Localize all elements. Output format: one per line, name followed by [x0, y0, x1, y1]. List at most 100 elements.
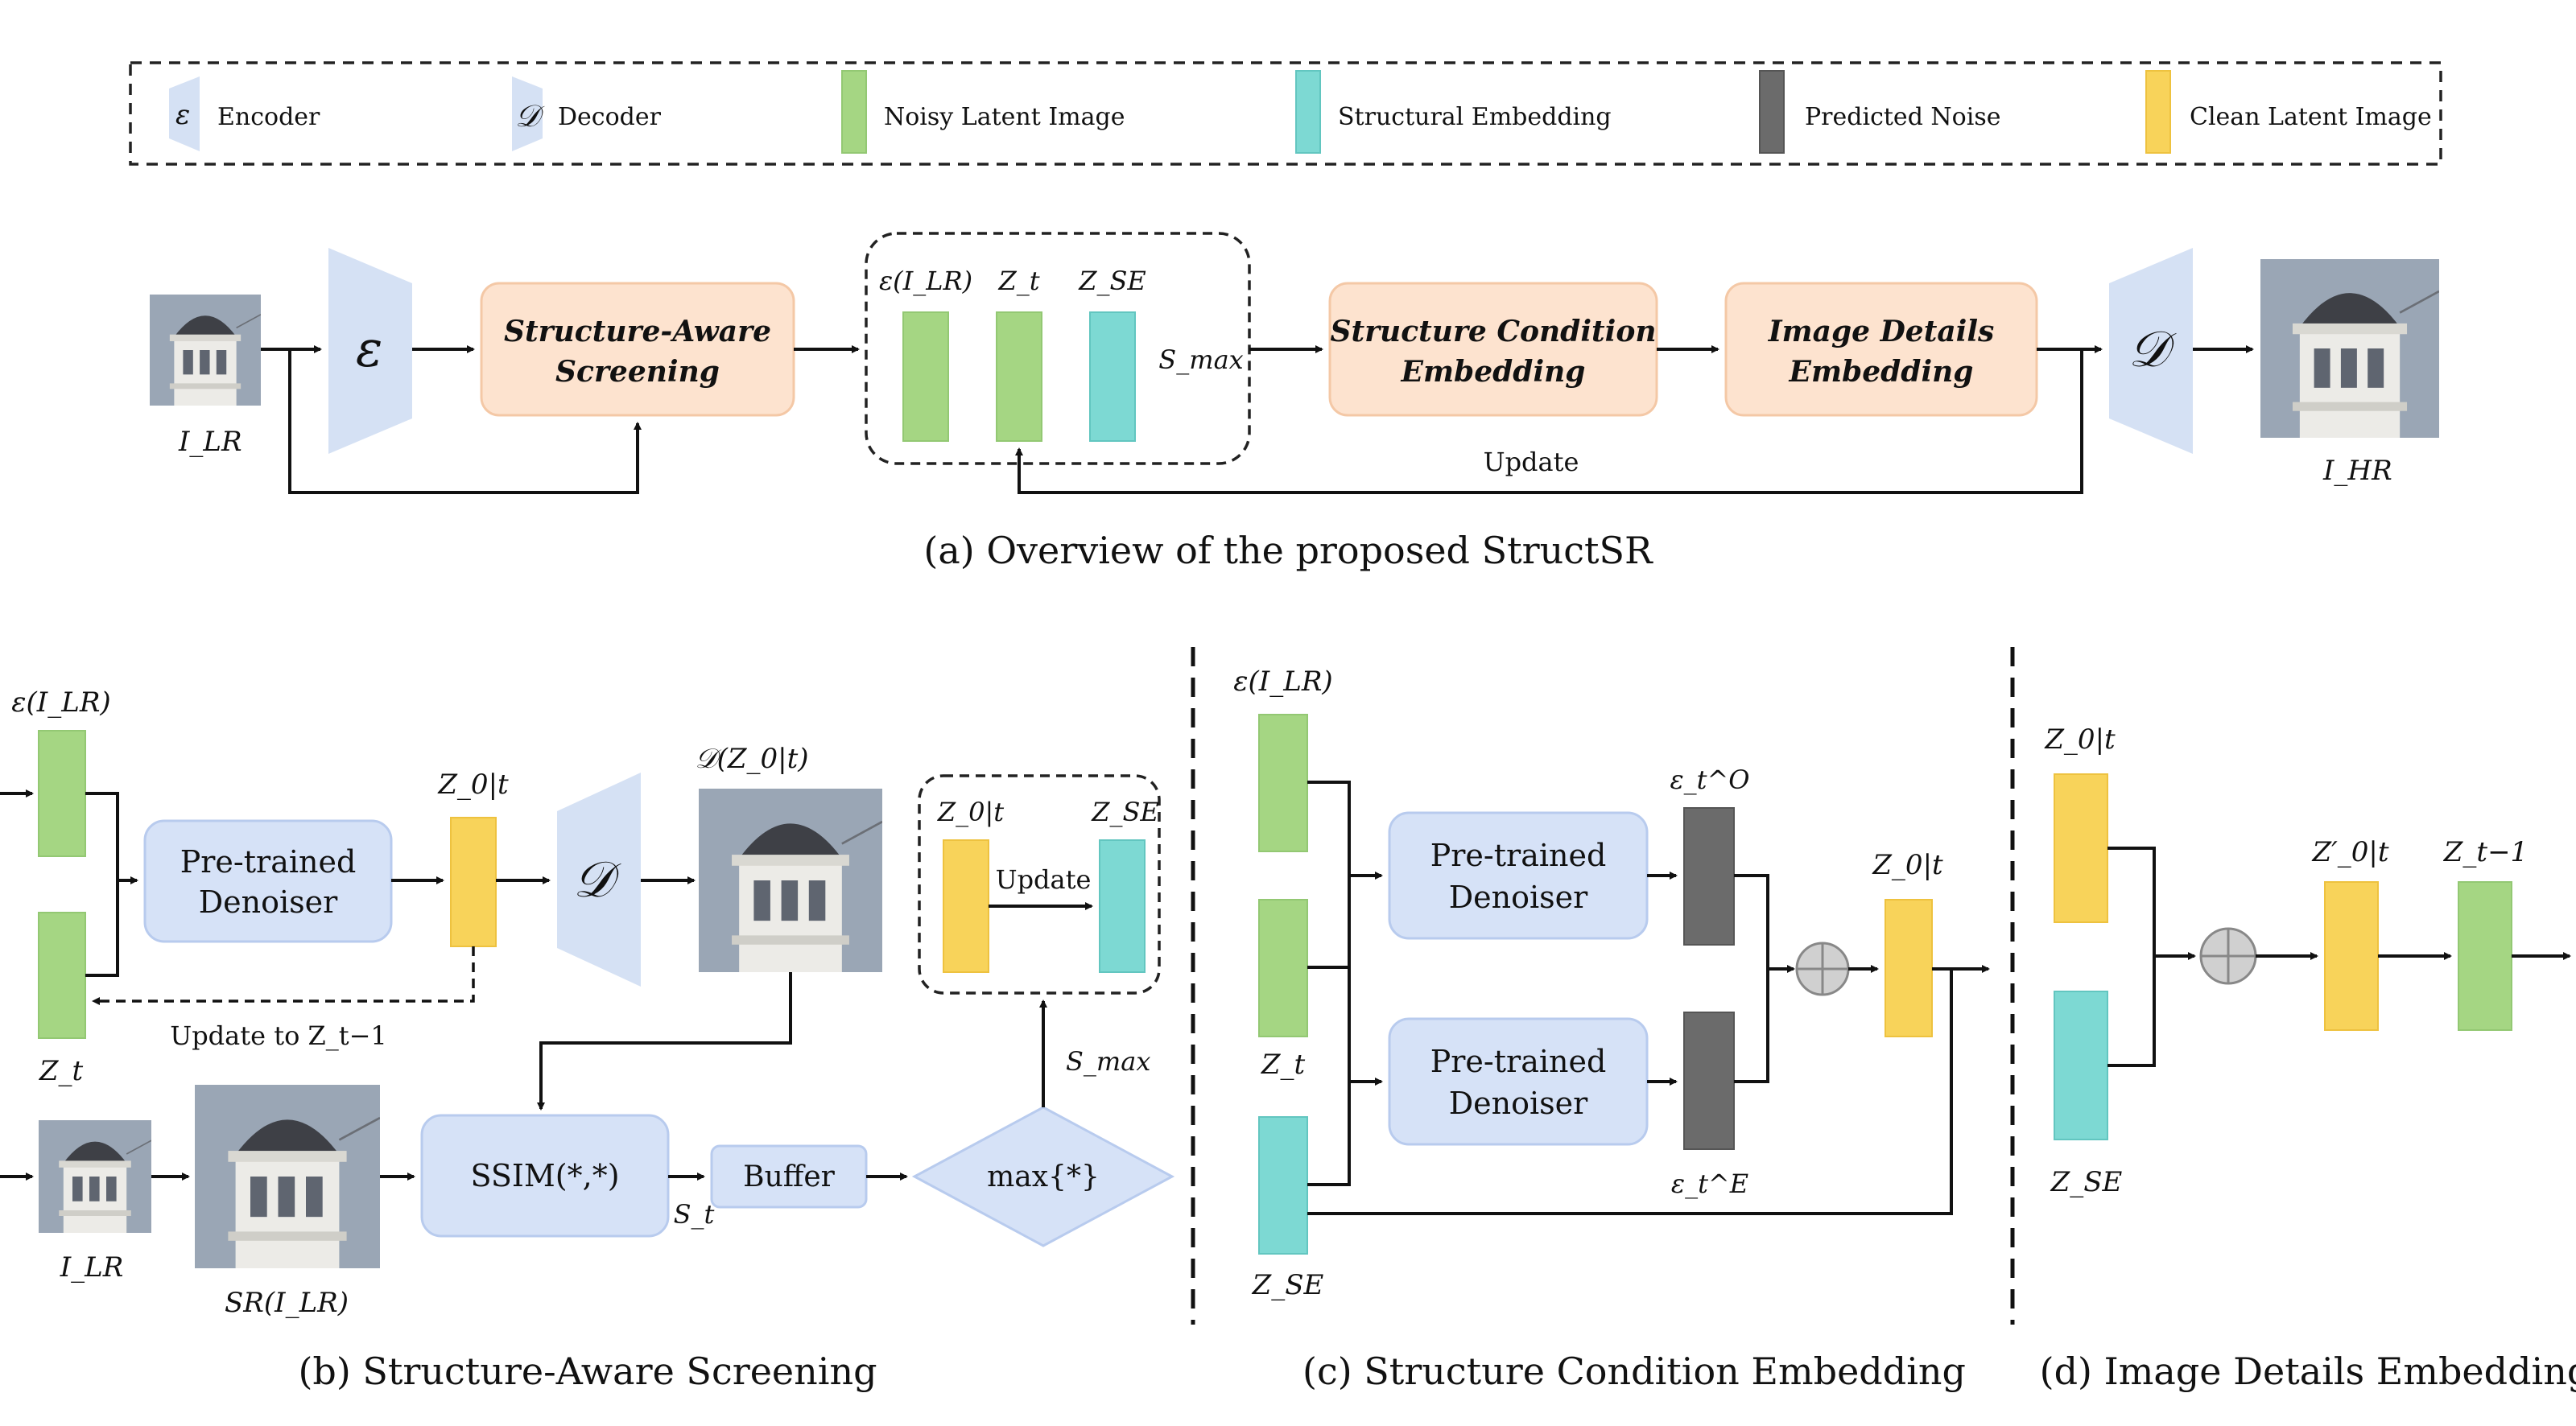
smax-label: S_max [1158, 344, 1243, 375]
b-merge-lines [85, 792, 119, 977]
noisy-latent-swatch [841, 70, 867, 154]
caption-b: (b) Structure-Aware Screening [298, 1350, 877, 1393]
d-zse-block [2054, 991, 2108, 1140]
d-zse-label: Z_SE [2050, 1166, 2123, 1198]
legend-noise-label: Predicted Noise [1805, 103, 2001, 131]
legend-noisy: Noisy Latent Image [841, 70, 1125, 154]
c-eps-o-label: ε_t^O [1670, 765, 1749, 795]
b-sr-label: SR(I_LR) [225, 1287, 349, 1319]
c-denoiser1-line2: Denoiser [1449, 880, 1588, 915]
d-zt1-label: Z_t−1 [2443, 836, 2528, 868]
c-e-block [1258, 714, 1308, 852]
b-max-label: max{*} [987, 1160, 1100, 1193]
d-z0-block [2054, 773, 2108, 923]
encoder-symbol: ε [356, 319, 382, 378]
b-update-to-label: Update to Z_t−1 [170, 1020, 387, 1051]
b-sr-photo [195, 1085, 380, 1268]
c-zt-label: Z_t [1261, 1049, 1306, 1081]
b-decoder-trapezoid [557, 773, 641, 987]
legend-decoder: 𝒟 Decoder [512, 76, 662, 151]
d-z0prime-block [2324, 881, 2379, 1031]
latent-zse-block [1089, 311, 1136, 442]
predicted-noise-swatch [1759, 70, 1785, 154]
legend-decoder-label: Decoder [558, 103, 662, 131]
panel-a-overview: I_LR ε Structure-Aware Screening ε(I_LR)… [150, 232, 2439, 572]
b-lr-label: I_LR [60, 1251, 124, 1284]
latent-zse-label: Z_SE [1078, 266, 1146, 296]
b-max-diamond [911, 1106, 1175, 1247]
c-denoiser1-line1: Pre-trained [1430, 838, 1607, 873]
c-denoiser1-box [1388, 811, 1649, 940]
c-denoiser2-box [1388, 1017, 1649, 1146]
b-denoiser-line2: Denoiser [199, 884, 338, 920]
c-z0-label: Z_0|t [1872, 849, 1943, 881]
d-merge-lines [2107, 847, 2156, 1067]
caption-d: (d) Image Details Embedding [2040, 1350, 2576, 1393]
sce-line1: Structure Condition [1330, 315, 1656, 348]
panel-c-structure-condition: ε(I_LR) Z_t Z_SE Pre-trained Denoiser Pr… [1233, 666, 1990, 1393]
b-buffer-label: Buffer [743, 1160, 836, 1193]
input-lr-label: I_LR [178, 426, 242, 458]
latent-e-block [902, 311, 949, 442]
latent-zt-label: Z_t [997, 266, 1039, 296]
c-denoiser2-line1: Pre-trained [1430, 1044, 1607, 1079]
legend-noise: Predicted Noise [1759, 70, 2001, 154]
b-decoded-photo [699, 789, 882, 972]
legend-clean: Clean Latent Image [2145, 70, 2432, 154]
legend-structural: Structural Embedding [1295, 70, 1612, 154]
b-inner-zse-label: Z_SE [1091, 797, 1159, 827]
legend-encoder-label: Encoder [217, 103, 320, 131]
c-noise-e-block [1683, 1012, 1735, 1150]
output-hr-photo [2260, 259, 2439, 438]
output-hr-label: I_HR [2322, 455, 2392, 487]
c-sum-icon [1795, 942, 1850, 996]
update-label: Update [1484, 447, 1579, 477]
b-lr-photo [39, 1120, 151, 1233]
structure-condition-embedding-box [1328, 282, 1658, 417]
b-z0-block [450, 817, 497, 947]
sce-line2: Embedding [1401, 355, 1586, 389]
arrow-input-sas-skip [288, 349, 642, 494]
clean-latent-swatch [2145, 70, 2171, 154]
caption-a: (a) Overview of the proposed StructSR [923, 529, 1653, 572]
latent-e-label: ε(I_LR) [879, 266, 972, 296]
b-zt-label: Z_t [39, 1055, 84, 1087]
c-denoiser2-line2: Denoiser [1449, 1086, 1588, 1121]
b-denoiser-line1: Pre-trained [180, 844, 357, 880]
c-zse-label: Z_SE [1252, 1269, 1324, 1301]
b-update-dashed [92, 946, 475, 1005]
panel-d-image-details: Z_0|t Z_SE Z′_0|t Z_t−1 (d) Image Detail… [2040, 723, 2576, 1393]
b-e-label: ε(I_LR) [11, 686, 110, 719]
latent-zt-block [996, 311, 1042, 442]
image-details-embedding-box [1724, 282, 2038, 417]
encoder-trapezoid [328, 248, 412, 454]
caption-c: (c) Structure Condition Embedding [1302, 1350, 1966, 1393]
b-denoiser-box [143, 819, 393, 943]
b-e-block [38, 730, 86, 857]
b-z0-label: Z_0|t [437, 769, 509, 801]
c-e-label: ε(I_LR) [1233, 666, 1332, 698]
encoder-legend-icon [169, 76, 200, 151]
c-noise-o-block [1683, 807, 1735, 946]
legend-noisy-label: Noisy Latent Image [884, 103, 1125, 131]
structure-aware-screening-box [480, 282, 795, 417]
legend-encoder-symbol: ε [175, 99, 190, 131]
ide-line1: Image Details [1768, 315, 1995, 348]
c-zt-block [1258, 899, 1308, 1037]
structural-embedding-swatch [1295, 70, 1321, 154]
legend-clean-label: Clean Latent Image [2190, 103, 2432, 131]
legend: ε Encoder 𝒟 Decoder Noisy Latent Image S… [129, 61, 2442, 166]
b-st-label: S_t [674, 1199, 715, 1230]
decoder-trapezoid [2109, 248, 2193, 454]
d-z0-label: Z_0|t [2044, 723, 2116, 756]
c-eps-e-label: ε_t^E [1671, 1168, 1748, 1199]
c-noise-merge [1734, 874, 1769, 1083]
legend-frame [129, 61, 2442, 166]
b-ssim-label: SSIM(*,*) [470, 1158, 619, 1193]
ide-line2: Embedding [1789, 355, 1974, 389]
b-inner-frame [918, 774, 1161, 995]
c-zse-feed [1307, 969, 1953, 1215]
panel-b-screening: ε(I_LR) Z_t Pre-trained Denoiser Z_0|t U… [0, 686, 1175, 1393]
d-zt1-block [2458, 881, 2512, 1031]
